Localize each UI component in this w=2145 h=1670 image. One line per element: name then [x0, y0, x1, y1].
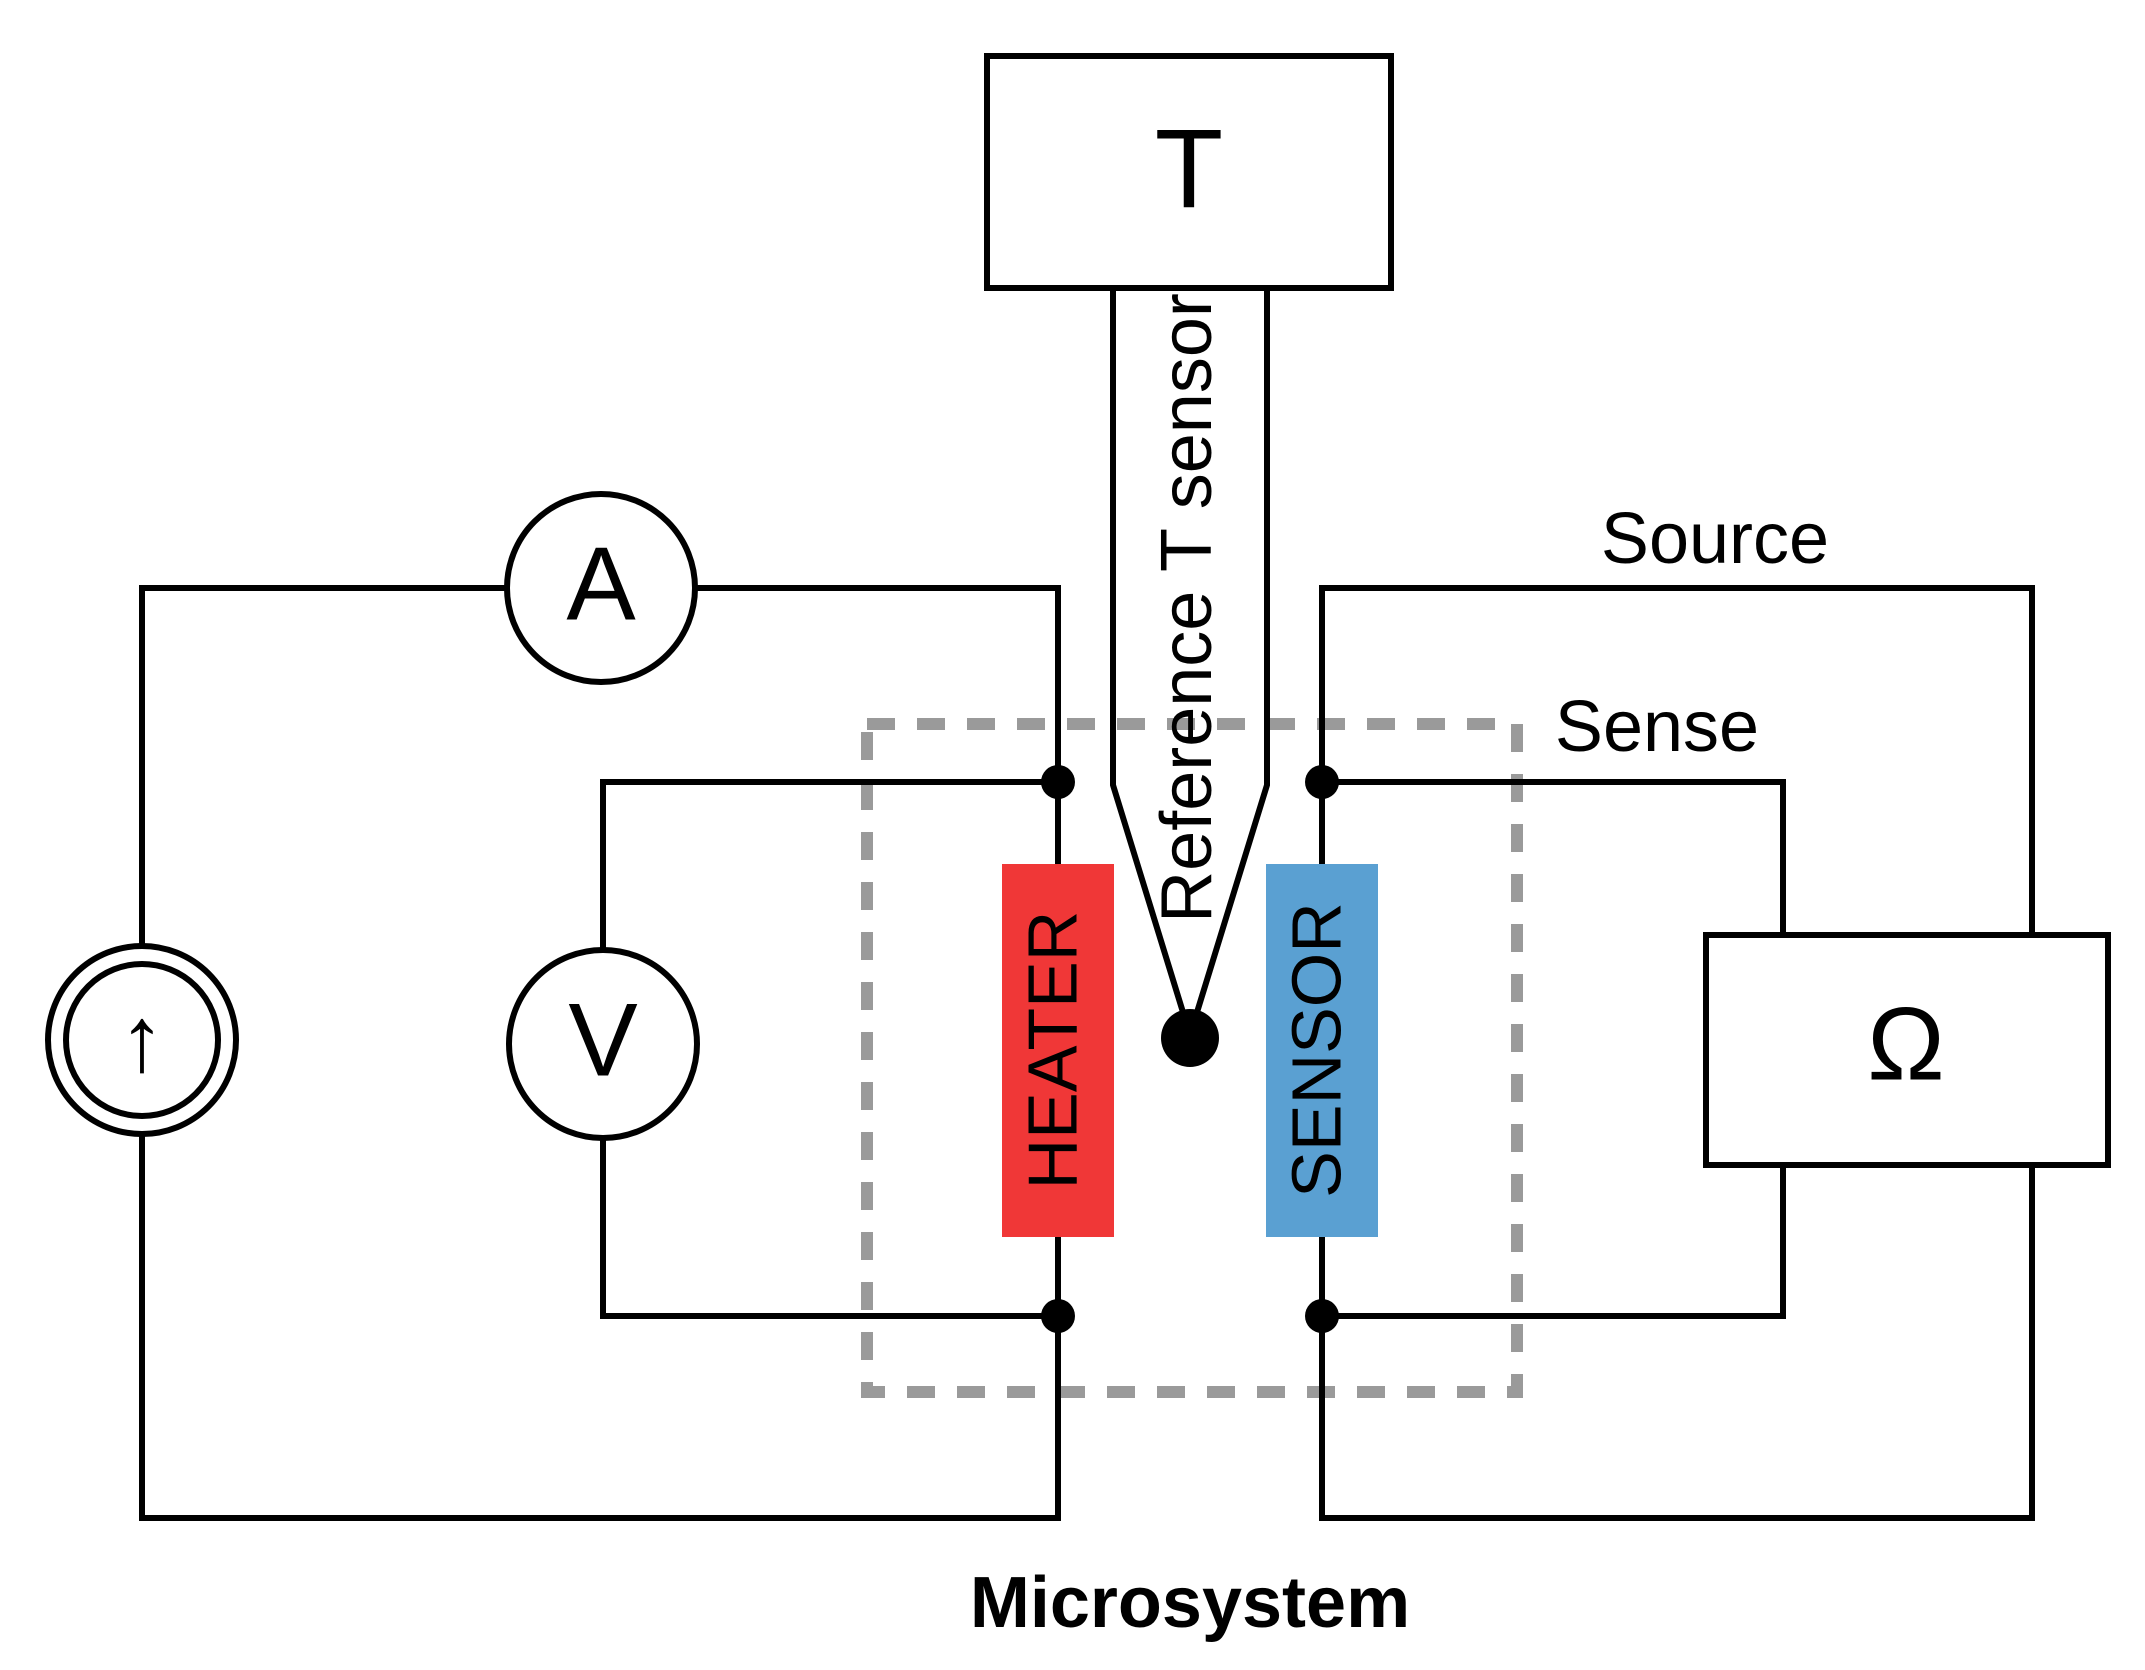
microsystem-label: Microsystem	[970, 1563, 1410, 1643]
heater-bottom-node	[1041, 1299, 1075, 1333]
microsystem-frame	[861, 718, 1523, 1398]
heater-resistor	[1002, 864, 1114, 1237]
temperature-symbol: T	[1155, 107, 1223, 232]
sensor-top-node	[1305, 765, 1339, 799]
voltmeter-symbol: V	[568, 982, 637, 1098]
sensor-sense-loop	[1319, 779, 1786, 1319]
current-source-inner-ring	[63, 961, 221, 1119]
source-label: Source	[1601, 499, 1829, 579]
probe-tip	[1161, 1009, 1219, 1067]
sense-label: Sense	[1555, 687, 1759, 767]
voltmeter-circle	[506, 947, 700, 1141]
heater-sense-loop	[600, 779, 1061, 1319]
heater-source-loop	[139, 585, 1061, 1521]
ohmmeter-box	[1703, 932, 2111, 1168]
sensor-resistor	[1266, 864, 1378, 1237]
heater-label: HEATER	[1013, 911, 1091, 1190]
temperature-readout-box	[984, 53, 1394, 291]
sensor-label: SENSOR	[1277, 902, 1355, 1198]
ammeter-circle	[504, 491, 698, 685]
ammeter-symbol: A	[566, 526, 636, 642]
sensor-source-loop	[1319, 585, 2035, 1521]
reference-sensor-label: Reference T sensor	[1147, 293, 1227, 923]
current-source-arrow-icon: ↑	[119, 988, 165, 1090]
heater-top-node	[1041, 765, 1075, 799]
ohmmeter-symbol: Ω	[1867, 986, 1945, 1102]
sensor-bottom-node	[1305, 1299, 1339, 1333]
